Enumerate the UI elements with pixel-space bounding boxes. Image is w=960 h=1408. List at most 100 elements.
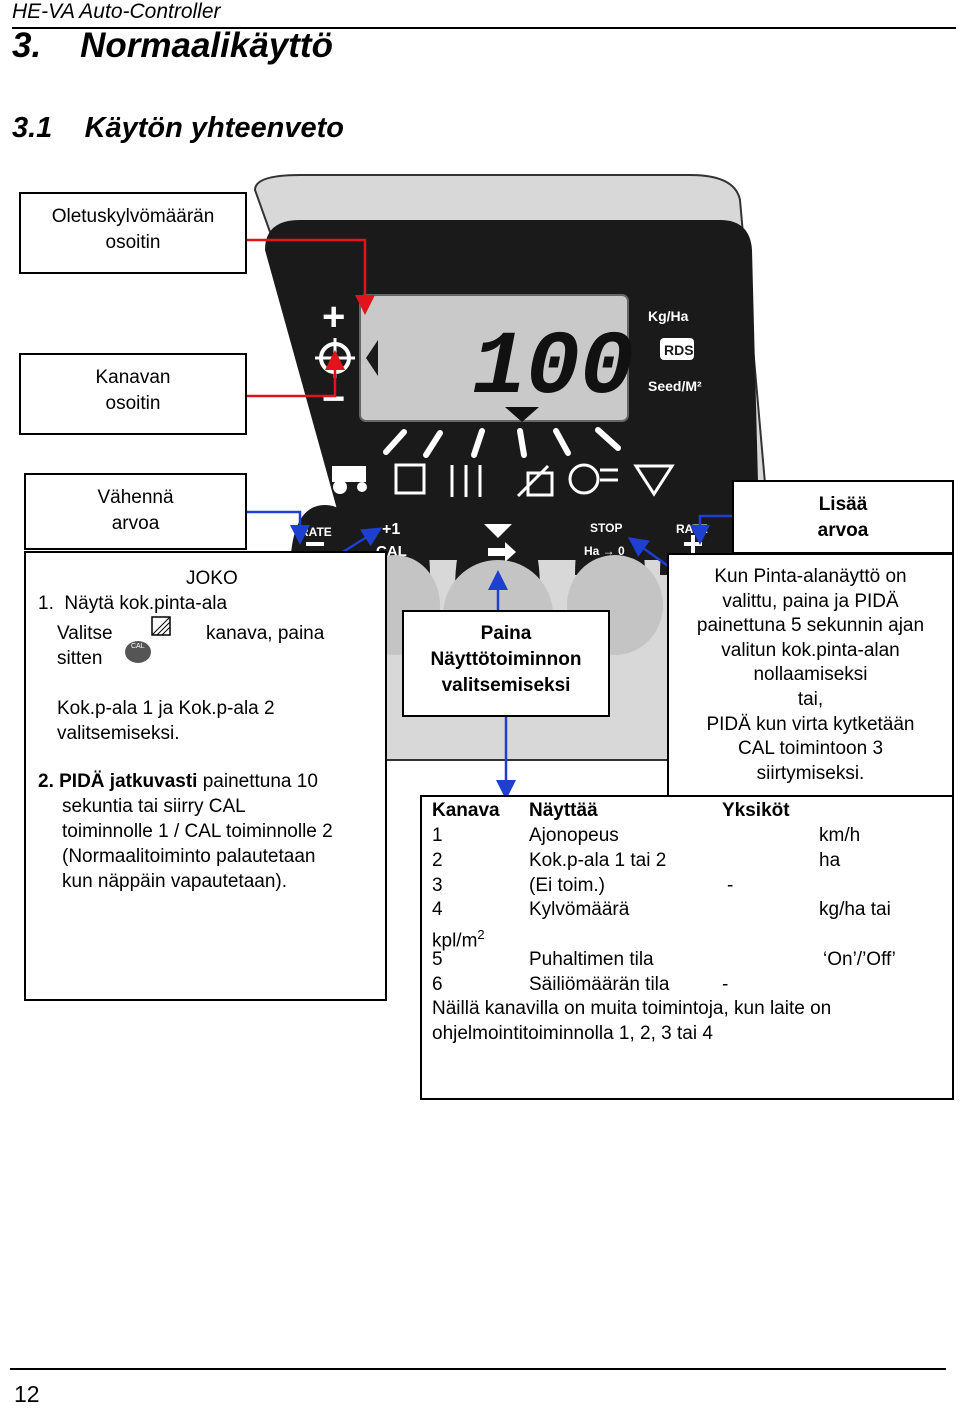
lcd-minus: − — [322, 377, 345, 421]
area-icon — [394, 463, 426, 495]
fan-status-icon — [568, 463, 618, 495]
table-row-display: Puhaltimen tila — [529, 949, 654, 970]
chapter-title: 3. Normaalikäyttö — [12, 26, 333, 66]
cal-key-icon-label: CAL — [131, 643, 145, 650]
decrease-line2: arvoa — [111, 513, 160, 534]
lcd-channel-marker — [505, 407, 539, 422]
reset-line: tai, — [797, 688, 824, 710]
channel-arrow — [247, 350, 345, 398]
table-row-units: - — [727, 875, 734, 896]
channel-callout: Kanavan osoitin — [19, 353, 247, 435]
table-row-units: ‘On’/’Off’ — [823, 949, 896, 970]
table-row-units: km/h — [819, 825, 861, 846]
display-select-right-arrow-icon — [488, 542, 516, 562]
reset-line: CAL toimintoon 3 — [737, 738, 884, 760]
tank-level-icon — [633, 464, 675, 497]
table-header-channel: Kanava — [432, 800, 500, 821]
channel-pointer-icon — [366, 340, 378, 376]
reset-line: Kun Pinta-alanäyttö on — [714, 566, 907, 587]
cal-key-icon: CAL — [125, 616, 171, 663]
table-row-units: kg/ha tai — [819, 899, 891, 920]
channel-line1: Kanavan — [95, 367, 171, 388]
chapter-title-text: Normaalikäyttö — [80, 26, 333, 65]
table-row-channel: 5 — [432, 949, 443, 970]
increase-callout: Lisää arvoa — [732, 480, 954, 554]
table-row-display: Säiliömäärän tila — [529, 974, 670, 995]
table-row-units: - — [722, 974, 729, 995]
table-row-units: ha — [819, 850, 841, 871]
units-cont-sup: 2 — [477, 927, 485, 942]
default-rate-line2: osoitin — [105, 232, 161, 253]
default-rate-arrow — [247, 238, 375, 315]
table-row-channel: 2 — [432, 850, 443, 871]
item2-line2: sekuntia tai siirry CAL — [62, 796, 246, 817]
lcd-value: 100 — [472, 318, 634, 420]
table-row-display: Kylvömäärä — [529, 899, 630, 920]
chapter-number: 3. — [12, 26, 42, 65]
reset-line: PIDÄ kun virta kytketään — [706, 713, 915, 735]
table-note-line2: ohjelmointitoiminnolla 1, 2, 3 tai 4 — [432, 1023, 713, 1044]
lcd-screen — [359, 294, 629, 422]
rate-plus-label: RATE — [676, 522, 708, 536]
area-display-instructions: JOKO 1. Näytä kok.pinta-ala Valitse CAL … — [24, 551, 387, 1001]
units-cont-text: kpl/m — [432, 930, 478, 952]
decrease-callout: Vähennä arvoa — [24, 473, 247, 550]
display-line3: valitsemiseksi — [441, 675, 571, 696]
rate-minus-minus-icon — [306, 542, 324, 546]
speed-tractor-icon — [332, 466, 367, 494]
increase-arrow — [690, 514, 732, 545]
default-rate-line1: Oletuskylvömäärän — [51, 206, 215, 227]
item1-title: 1. Näytä kok.pinta-ala — [38, 593, 228, 614]
lcd-unit-kgha: Kg/Ha — [648, 308, 689, 324]
rate-minus-label: RATE — [300, 525, 332, 539]
lcd-unit-seed: Seed/M² — [648, 378, 702, 394]
stop-label: STOP — [590, 521, 622, 535]
item2-bold: PIDÄ jatkuvasti — [59, 771, 198, 792]
header-rule — [12, 27, 956, 29]
decrease-line1: Vähennä — [97, 487, 174, 508]
table-row-channel: 3 — [432, 875, 443, 896]
item1-channel: kanava, paina — [206, 623, 325, 644]
table-header-units: Yksiköt — [722, 800, 790, 821]
increase-line2: arvoa — [817, 520, 869, 541]
table-note-line1: Näillä kanavilla on muita toimintoja, ku… — [432, 998, 832, 1019]
channel-line2: osoitin — [105, 393, 161, 414]
decrease-arrow — [247, 510, 310, 545]
channel-table: Kanava Näyttää Yksiköt 1 Ajonopeus km/h … — [420, 795, 954, 1100]
section-number: 3.1 — [12, 112, 53, 144]
rds-badge — [660, 338, 694, 360]
default-rate-callout: Oletuskylvömäärän osoitin — [19, 192, 247, 274]
plus1-label: +1 — [382, 521, 400, 538]
reset-line: nollaamiseksi — [753, 664, 868, 686]
lcd-brand: RDS — [664, 342, 694, 358]
item1-select: Valitse — [57, 623, 113, 644]
table-header-display: Näyttää — [529, 800, 598, 821]
reset-line: valitun kok.pinta-alan — [721, 639, 900, 661]
item2-line5: kun näppäin vapautetaan). — [62, 871, 288, 892]
footer-rule — [10, 1368, 946, 1370]
item2-num: 2. — [38, 771, 60, 792]
table-row-display: Ajonopeus — [529, 825, 619, 846]
table-row-display: Kok.p-ala 1 tai 2 — [529, 850, 667, 871]
table-row-channel: 4 — [432, 899, 443, 920]
ha-zero-label: Ha → 0 — [584, 544, 625, 558]
reset-line: painettuna 5 sekunnin ajan — [696, 615, 925, 637]
item1-then: sitten — [57, 648, 103, 669]
display-select-callout: Paina Näyttötoiminnon valitsemiseksi — [402, 610, 610, 717]
table-row-channel: 1 — [432, 825, 443, 846]
stop-arrow — [627, 537, 669, 568]
joko-label: JOKO — [186, 568, 238, 589]
item1-line4: valitsemiseksi. — [57, 723, 180, 744]
display-line2: Näyttötoiminnon — [430, 649, 582, 670]
item1-line3: Kok.p-ala 1 ja Kok.p-ala 2 — [57, 698, 275, 719]
area-reset-instructions: Kun Pinta-alanäyttö on valittu, paina ja… — [667, 553, 954, 797]
item2-line4: (Normaalitoiminto palautetaan — [62, 846, 316, 867]
increase-line1: Lisää — [818, 494, 868, 515]
display-line1: Paina — [480, 623, 532, 644]
application-rate-icon — [450, 465, 482, 497]
lcd-plus: + — [322, 295, 345, 339]
table-row-display: (Ei toim.) — [529, 875, 605, 896]
section-title: 3.1 Käytön yhteenveto — [12, 112, 344, 145]
section-title-text: Käytön yhteenveto — [84, 112, 345, 144]
document-header: HE-VA Auto-Controller — [12, 0, 221, 23]
